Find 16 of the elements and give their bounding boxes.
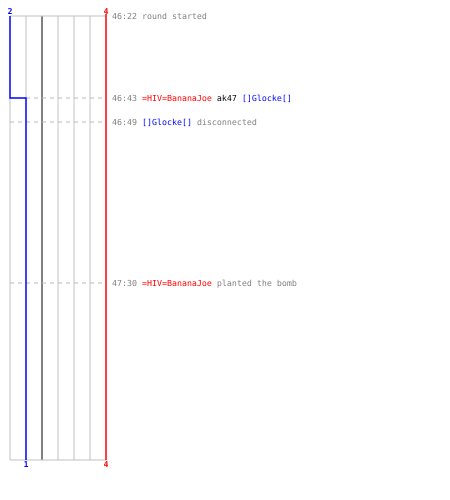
- player-name: =HIV=BananaJoe: [142, 278, 212, 288]
- player-count: 2: [8, 8, 12, 16]
- player-count: 4: [104, 8, 108, 16]
- player-count: 4: [104, 461, 108, 469]
- weapon-name: ak47: [216, 93, 237, 103]
- time-label: 46:22: [112, 11, 137, 21]
- player-name: []Glocke[]: [142, 117, 192, 127]
- event-text: round started: [142, 11, 207, 21]
- player-count: 1: [24, 461, 28, 469]
- event-text: disconnected: [196, 117, 257, 127]
- time-label: 47:30: [112, 278, 137, 288]
- time-label: 46:49: [112, 117, 137, 127]
- player-name: =HIV=BananaJoe: [142, 93, 212, 103]
- player-name: []Glocke[]: [242, 93, 292, 103]
- time-label: 46:43: [112, 93, 137, 103]
- event-text: planted the bomb: [216, 278, 297, 288]
